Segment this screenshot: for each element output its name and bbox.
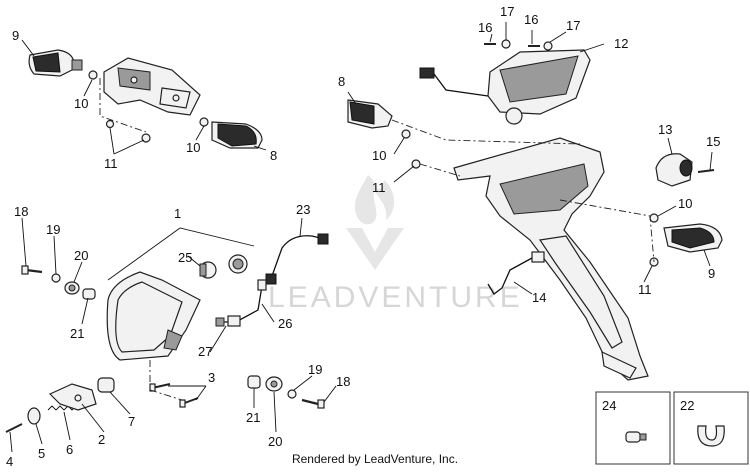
callout-16a: 16 bbox=[478, 20, 492, 35]
bulb-socket-cap[interactable] bbox=[228, 254, 248, 274]
adjuster-part-2[interactable] bbox=[48, 383, 97, 411]
bracket-line-1 bbox=[107, 227, 255, 281]
callout-2: 2 bbox=[98, 432, 105, 447]
callout-11a: 11 bbox=[104, 156, 118, 171]
grommet-part-20[interactable] bbox=[64, 281, 80, 295]
callout-20a: 20 bbox=[74, 248, 88, 263]
washer-part-10c[interactable] bbox=[401, 129, 411, 139]
callout-12: 12 bbox=[614, 36, 628, 51]
callout-labels: 9 10 11 10 8 18 19 20 21 1 25 23 26 27 3… bbox=[6, 4, 720, 469]
turn-signal-left-part-9[interactable] bbox=[28, 49, 83, 77]
callout-19b: 19 bbox=[308, 362, 322, 377]
mounting-bracket-left[interactable] bbox=[103, 57, 201, 116]
washer-part-10b[interactable] bbox=[199, 117, 209, 127]
screw-part-4[interactable] bbox=[5, 423, 23, 433]
bulb-part-24[interactable] bbox=[625, 431, 647, 443]
turn-signal-right-part-9[interactable] bbox=[663, 223, 723, 253]
callout-6: 6 bbox=[66, 442, 73, 457]
turn-signal-left-part-8[interactable] bbox=[347, 99, 393, 129]
inset-box-24 bbox=[595, 391, 671, 465]
callout-15: 15 bbox=[706, 134, 720, 149]
callout-13: 13 bbox=[658, 122, 672, 137]
callout-21b: 21 bbox=[246, 410, 260, 425]
callout-10c: 10 bbox=[372, 148, 386, 163]
callout-1: 1 bbox=[174, 206, 181, 221]
watermark-text: LEADVENTURE bbox=[268, 281, 523, 314]
washer-part-19[interactable] bbox=[51, 273, 61, 283]
callout-leaders bbox=[9, 22, 713, 453]
washer-part-10[interactable] bbox=[88, 70, 98, 80]
callout-18b: 18 bbox=[336, 374, 350, 389]
spacer-part-21[interactable] bbox=[82, 288, 96, 300]
washer-part-17a[interactable] bbox=[501, 39, 511, 49]
callout-18a: 18 bbox=[14, 204, 28, 219]
callout-8b: 8 bbox=[338, 74, 345, 89]
screw-part-3a[interactable] bbox=[149, 383, 171, 392]
screw-part-3b[interactable] bbox=[179, 397, 199, 408]
watermark-logo bbox=[346, 175, 404, 270]
callout-11b: 11 bbox=[372, 180, 386, 195]
callout-26: 26 bbox=[278, 316, 292, 331]
callout-24: 24 bbox=[602, 398, 616, 413]
connector-plug[interactable] bbox=[419, 67, 489, 97]
callout-22: 22 bbox=[680, 398, 694, 413]
callout-7: 7 bbox=[128, 414, 135, 429]
callout-5: 5 bbox=[38, 446, 45, 461]
bushing-part-7[interactable] bbox=[97, 377, 115, 393]
dash-line bbox=[99, 78, 147, 133]
turn-signal-right-part-8[interactable] bbox=[211, 121, 263, 149]
wire-harness-part-23[interactable] bbox=[265, 233, 329, 285]
screw-part-18[interactable] bbox=[21, 265, 43, 275]
wire-harness-part-26[interactable] bbox=[215, 279, 267, 327]
callout-14: 14 bbox=[532, 290, 546, 305]
washer-part-19b[interactable] bbox=[287, 389, 297, 399]
washer-part-10d[interactable] bbox=[649, 213, 659, 223]
dash-line-2 bbox=[149, 360, 183, 401]
callout-9a: 9 bbox=[12, 28, 19, 43]
callout-10b: 10 bbox=[186, 140, 200, 155]
lamp-part-27[interactable] bbox=[227, 315, 241, 327]
callout-21a: 21 bbox=[70, 326, 84, 341]
screw-part-18b[interactable] bbox=[301, 398, 325, 409]
clip-part-22[interactable] bbox=[697, 425, 725, 447]
reflector-part-13[interactable] bbox=[655, 153, 693, 187]
inset-box-22 bbox=[673, 391, 749, 465]
callout-17b: 17 bbox=[566, 18, 580, 33]
callout-9b: 9 bbox=[708, 266, 715, 281]
callout-10a: 10 bbox=[74, 96, 88, 111]
bulb-part-25[interactable] bbox=[199, 261, 217, 279]
callout-23: 23 bbox=[296, 202, 310, 217]
callout-11c: 11 bbox=[638, 282, 652, 297]
callout-4: 4 bbox=[6, 454, 13, 469]
dash-line-4 bbox=[419, 163, 461, 177]
callout-25: 25 bbox=[178, 250, 192, 265]
washer-part-17b[interactable] bbox=[543, 41, 553, 51]
callout-27: 27 bbox=[198, 344, 212, 359]
callout-17a: 17 bbox=[500, 4, 514, 19]
callout-20b: 20 bbox=[268, 434, 282, 449]
callout-19a: 19 bbox=[46, 222, 60, 237]
callout-16b: 16 bbox=[524, 12, 538, 27]
spacer-part-21b[interactable] bbox=[247, 375, 261, 389]
grommet-part-20b[interactable] bbox=[265, 376, 283, 392]
tail-light-part-12[interactable] bbox=[487, 49, 591, 125]
headlight-part-1[interactable] bbox=[106, 271, 201, 361]
license-bracket[interactable] bbox=[453, 137, 649, 381]
nut-part-11a[interactable] bbox=[105, 119, 115, 129]
callout-3: 3 bbox=[208, 370, 215, 385]
footer-credit: Rendered by LeadVenture, Inc. bbox=[291, 452, 459, 466]
dash-line-3 bbox=[391, 119, 581, 145]
washer-part-5[interactable] bbox=[27, 407, 41, 425]
screw-part-15[interactable] bbox=[697, 169, 715, 173]
license-light-part-14[interactable] bbox=[487, 251, 545, 295]
callout-8a: 8 bbox=[270, 148, 277, 163]
dash-line-5 bbox=[559, 199, 655, 263]
callout-10d: 10 bbox=[678, 196, 692, 211]
